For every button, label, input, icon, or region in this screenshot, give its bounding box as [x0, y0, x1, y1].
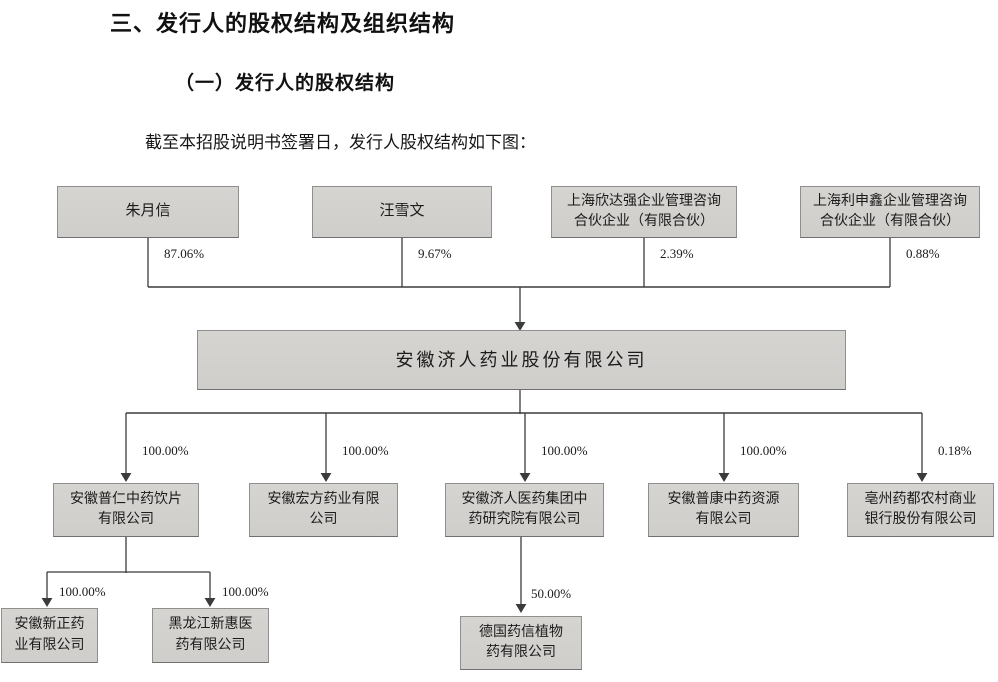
node-label: 朱月信	[125, 203, 171, 220]
ownership-percentage: 100.00%	[541, 443, 588, 458]
second-tier-node: 德国药信植物药有限公司	[460, 616, 582, 670]
node-label: 汪雪文	[379, 203, 425, 220]
section-heading: 三、发行人的股权结构及组织结构	[110, 11, 456, 36]
shareholder-node: 汪雪文	[312, 186, 492, 238]
node-label: 黑龙江新惠医药有限公司	[168, 617, 253, 653]
ownership-percentage: 100.00%	[740, 443, 787, 458]
subsidiary-node: 安徽宏方药业有限公司	[249, 483, 398, 537]
ownership-percentage: 100.00%	[222, 584, 269, 599]
subsidiary-node: 安徽普仁中药饮片有限公司	[53, 483, 199, 537]
node-label: 安徽济人医药集团中药研究院有限公司	[461, 491, 588, 527]
ownership-percentage: 9.67%	[418, 246, 452, 261]
node-label: 上海利申鑫企业管理咨询合伙企业（有限合伙）	[813, 193, 967, 229]
shareholder-node: 上海欣达强企业管理咨询合伙企业（有限合伙）	[551, 186, 737, 238]
node-label: 安徽济人药业股份有限公司	[395, 349, 648, 370]
ownership-percentage: 87.06%	[164, 246, 205, 261]
ownership-percentage: 0.88%	[906, 246, 940, 261]
subsidiary-node: 安徽普康中药资源有限公司	[648, 483, 799, 537]
subsidiary-node: 安徽济人医药集团中药研究院有限公司	[445, 483, 604, 537]
ownership-percentage: 100.00%	[342, 443, 389, 458]
ownership-percentage: 0.18%	[938, 443, 972, 458]
connector-paths	[46, 238, 923, 606]
subsection-heading: （一）发行人的股权结构	[175, 73, 396, 94]
node-label: 安徽普康中药资源有限公司	[667, 491, 780, 527]
shareholder-node: 上海利申鑫企业管理咨询合伙企业（有限合伙）	[800, 186, 980, 238]
ownership-percentage: 50.00%	[531, 586, 572, 601]
node-label: 安徽宏方药业有限公司	[267, 491, 380, 527]
ownership-percentage: 100.00%	[59, 584, 106, 599]
node-label: 德国药信植物药有限公司	[479, 624, 563, 660]
second-tier-node: 安徽新正药业有限公司	[1, 608, 98, 663]
node-label: 安徽普仁中药饮片有限公司	[70, 491, 182, 527]
shareholder-node: 朱月信	[57, 186, 239, 238]
node-label: 安徽新正药业有限公司	[14, 617, 85, 653]
issuer-node: 安徽济人药业股份有限公司	[197, 330, 846, 390]
subsidiary-node: 亳州药都农村商业银行股份有限公司	[847, 483, 994, 537]
node-label: 亳州药都农村商业银行股份有限公司	[864, 491, 977, 527]
node-label: 上海欣达强企业管理咨询合伙企业（有限合伙）	[567, 193, 721, 229]
arrow-down-icons	[41, 322, 928, 613]
second-tier-node: 黑龙江新惠医药有限公司	[152, 608, 269, 663]
ownership-percentage: 2.39%	[660, 246, 694, 261]
ownership-percentage: 100.00%	[142, 443, 189, 458]
intro-text: 截至本招股说明书签署日，发行人股权结构如下图：	[145, 133, 536, 152]
